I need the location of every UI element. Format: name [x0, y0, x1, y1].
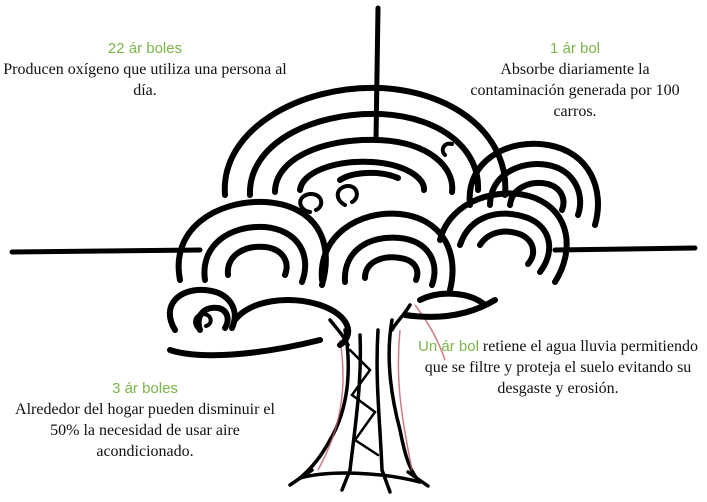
fact-top-left: 22 ár boles Producen oxígeno que utiliza…: [0, 38, 290, 101]
fact-top-right: 1 ár bol Absorbe diariamente la contamin…: [455, 38, 695, 122]
canopy-swirls: [193, 141, 454, 332]
horizontal-axis-right: [552, 245, 698, 253]
fact-bottom-right-heading: Un ár bol: [418, 338, 479, 355]
fact-top-left-text: Producen oxígeno que utiliza una persona…: [3, 61, 287, 99]
horizontal-axis-left: [9, 247, 203, 255]
fact-top-left-heading: 22 ár boles: [107, 40, 183, 57]
fact-top-right-text: Absorbe diariamente la contaminación gen…: [470, 61, 680, 120]
vertical-axis-line: [373, 5, 381, 143]
fact-bottom-left-heading: 3 ár boles: [112, 380, 178, 397]
fact-top-right-heading: 1 ár bol: [549, 40, 601, 57]
fact-bottom-left-text: Alrededor del hogar pueden disminuir el …: [15, 401, 275, 460]
fact-bottom-right-text: retiene el agua lluvia permitiendo que s…: [424, 338, 698, 397]
tree-canopy: [166, 84, 601, 359]
fact-bottom-left: 3 ár boles Alrededor del hogar pueden di…: [0, 378, 290, 462]
fact-bottom-right: Un ár bol retiene el agua lluvia permiti…: [408, 336, 707, 399]
root-tint: [317, 304, 446, 471]
